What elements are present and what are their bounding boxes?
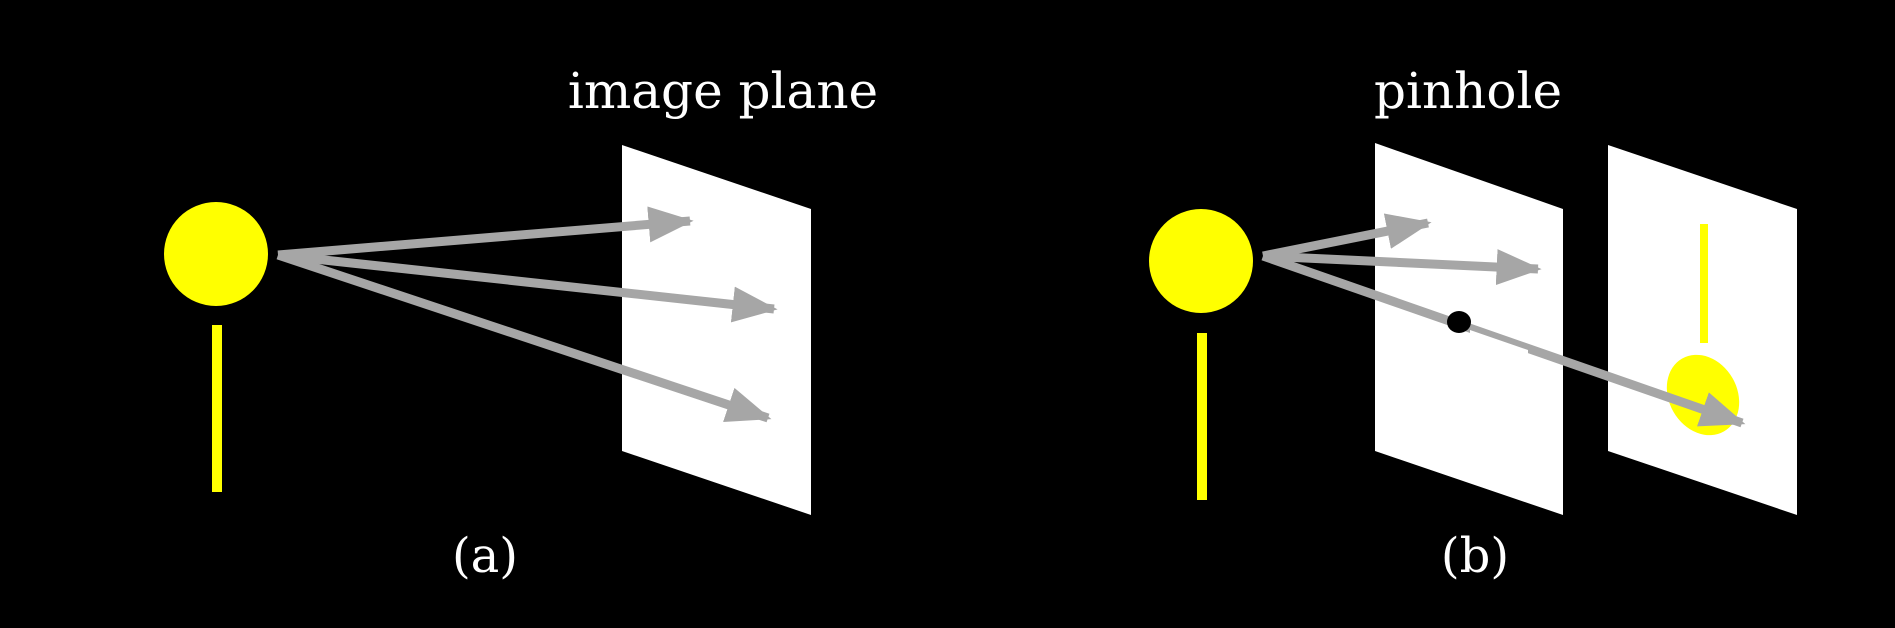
pinhole [1447, 311, 1471, 333]
ray-blocked-middle [1262, 249, 1542, 286]
pinhole-label: pinhole [1374, 62, 1562, 120]
ray-through-pinhole [1261, 251, 1746, 428]
image-plane [622, 145, 811, 515]
ray-upper [277, 206, 694, 260]
panel-a-caption: (a) [452, 528, 518, 584]
panel-a: image plane (a) [164, 62, 878, 584]
panel-b-caption: (b) [1441, 528, 1509, 584]
light-source-object [164, 202, 268, 306]
ray-middle [277, 250, 778, 323]
panel-b: pinhole (b) [1149, 62, 1797, 584]
image-plane-label: image plane [568, 62, 878, 120]
light-source-object [1149, 209, 1253, 313]
barrier-occluder [1470, 330, 1528, 395]
ray-lower [276, 250, 772, 423]
ray-blocked-upper [1262, 213, 1432, 261]
